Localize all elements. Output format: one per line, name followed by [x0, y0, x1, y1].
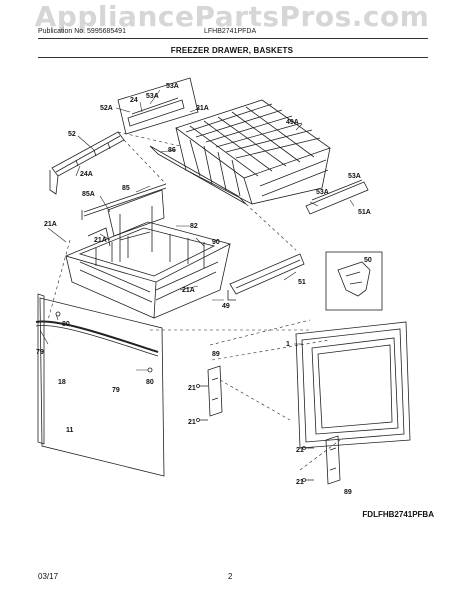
callout-52A: 52A [100, 105, 113, 112]
callout-82: 82 [190, 223, 198, 230]
divider-rod-85A [83, 183, 167, 217]
callout-53A: 53A [348, 173, 361, 180]
clip-detail-box-50 [325, 251, 383, 311]
callout-80: 80 [146, 379, 154, 386]
callout-53A: 53A [146, 93, 159, 100]
callout-51A: 51A [358, 209, 371, 216]
callout-leaders [39, 89, 355, 371]
drawer-front-panel [35, 293, 165, 477]
right-rail-51A [305, 181, 369, 215]
callout-21A: 21A [44, 221, 57, 228]
callout-89: 89 [344, 489, 352, 496]
callout-80: 80 [62, 321, 70, 328]
callout-18: 18 [58, 379, 66, 386]
callout-21: 21 [188, 419, 196, 426]
callout-21A: 21A [182, 287, 195, 294]
callout-51: 51 [298, 279, 306, 286]
page-title: FREEZER DRAWER, BASKETS [170, 46, 294, 55]
callout-24A: 24A [80, 171, 93, 178]
callout-79: 79 [112, 387, 120, 394]
freezer-bin [64, 189, 232, 319]
callout-1: 1 [286, 341, 290, 348]
callout-90: 90 [212, 239, 220, 246]
callout-53A: 53A [166, 83, 179, 90]
wire-basket-49A [175, 99, 331, 205]
publication-number: Publication No. 5995685491 [38, 28, 126, 35]
callout-85: 85 [122, 185, 130, 192]
rail-51 [229, 253, 305, 295]
callout-24: 24 [130, 97, 138, 104]
title-rule [38, 57, 428, 58]
callout-53A: 53A [316, 189, 329, 196]
watermark: AppliancePartsPros.com [34, 0, 430, 33]
rail-bracket-frame [117, 77, 199, 135]
model-number: LFHB2741PFDA [204, 28, 257, 35]
footer-date: 03/17 [38, 572, 59, 581]
rail-bracket-52A [127, 99, 185, 127]
callout-49: 49 [222, 303, 230, 310]
screw-icons [196, 384, 314, 482]
callout-21: 21 [296, 447, 304, 454]
callout-11: 11 [66, 427, 74, 434]
page-number: 2 [228, 572, 233, 581]
diagram-code: FDLFHB2741PFBA [362, 510, 434, 519]
callout-86: 86 [168, 147, 176, 154]
callout-79: 79 [36, 349, 44, 356]
callout-21: 21 [188, 385, 196, 392]
callout-52: 52 [68, 131, 76, 138]
header-rule [38, 38, 428, 39]
assembly-guide-lines [47, 131, 341, 471]
callout-89: 89 [212, 351, 220, 358]
bracket-89-upper [207, 365, 223, 417]
callout-21: 21 [296, 479, 304, 486]
callout-50: 50 [364, 257, 372, 264]
callout-21A: 21A [94, 237, 107, 244]
bracket-89-lower [325, 435, 341, 485]
callout-21A: 21A [196, 105, 209, 112]
callout-49A: 49A [286, 119, 299, 126]
callout-85A: 85A [82, 191, 95, 198]
slide-rail-86 [149, 145, 247, 205]
door-gasket-frame [295, 321, 411, 449]
